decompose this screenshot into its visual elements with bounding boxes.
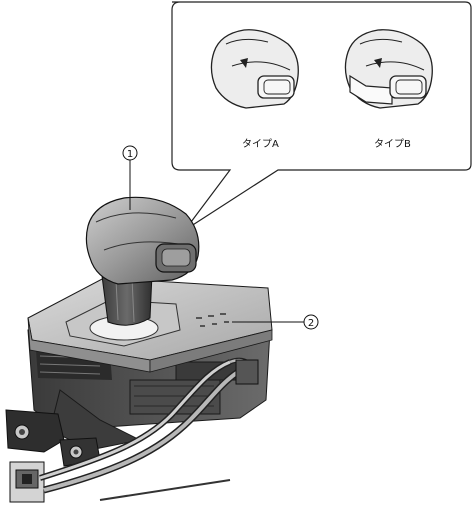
callout-frame: [171, 1, 472, 231]
marker-1: 1: [122, 145, 138, 210]
shift-knob: [85, 196, 200, 285]
type-b-label: タイプB: [374, 138, 411, 150]
variant-callout: タイプA タイプB: [171, 1, 472, 231]
marker-1-label: 1: [127, 149, 133, 160]
indicator-panel: [27, 277, 273, 373]
marker-2: 2: [232, 314, 319, 330]
type-a-knob-icon: [210, 29, 299, 109]
lever-boot: [101, 273, 153, 326]
type-b-knob-icon: [344, 29, 433, 109]
type-a-label: タイプA: [242, 138, 279, 150]
marker-2-label: 2: [308, 318, 314, 329]
